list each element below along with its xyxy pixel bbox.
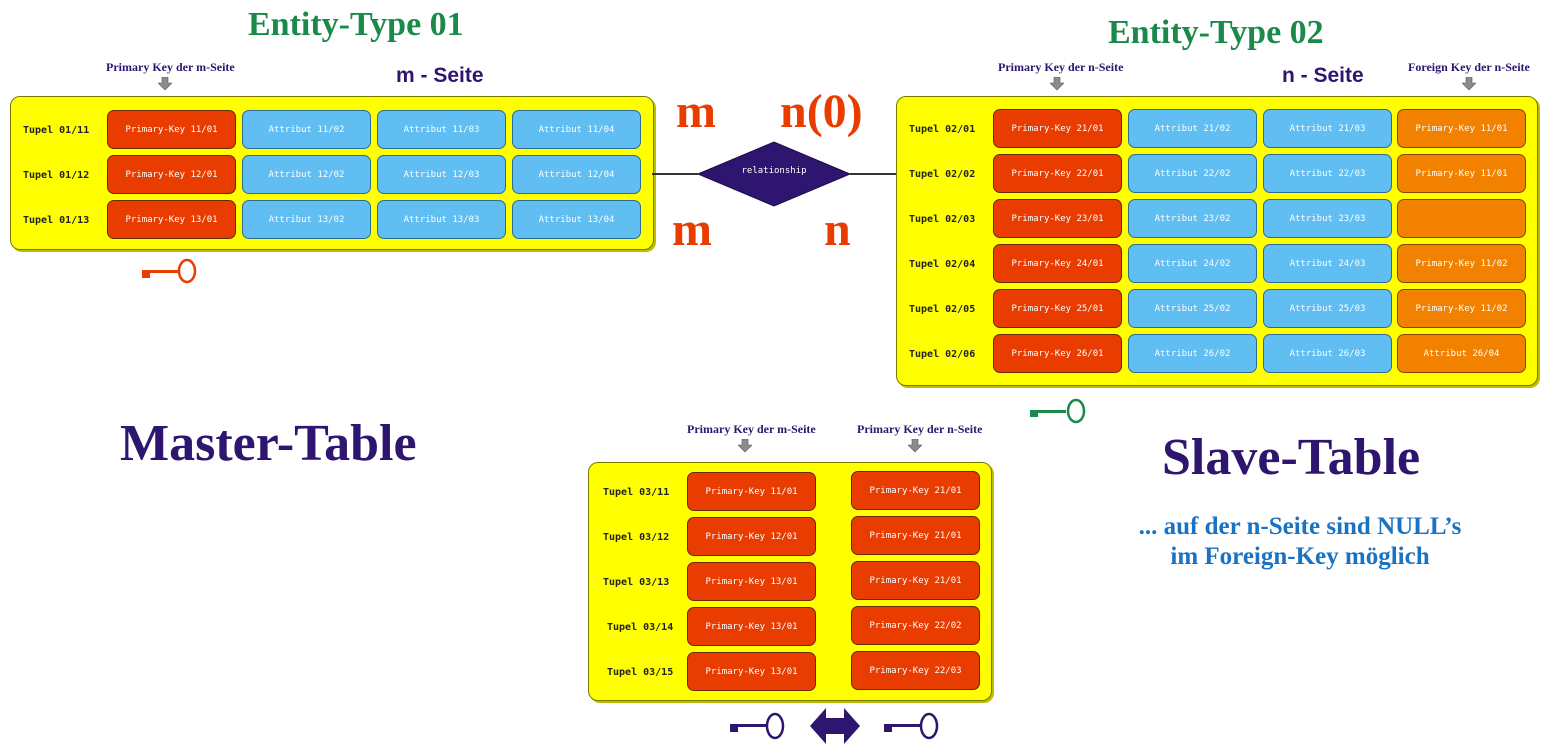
attribute-cell: Attribut 12/04 [512,155,641,194]
tupel-label: Tupel 02/01 [909,124,976,135]
attribute-cell: Attribut 11/02 [242,110,371,149]
tupel-label: Tupel 02/02 [909,169,976,180]
tupel-label: Tupel 03/14 [607,622,674,633]
attribute-cell: Attribut 13/03 [377,200,506,239]
entity2-title: Entity-Type 02 [1108,14,1324,51]
link-pk-m-label: Primary Key der m-Seite [687,422,816,436]
slave-table-label: Slave-Table [1162,429,1421,486]
attribute-cell: Attribut 24/02 [1128,244,1257,283]
primary-key-cell: Primary-Key 21/01 [851,471,980,510]
attribute-cell: Attribut 12/03 [377,155,506,194]
primary-key-cell: Primary-Key 21/01 [851,516,980,555]
attribute-cell: Attribut 26/03 [1263,334,1392,373]
relationship-connector [652,141,898,207]
down-arrow-icon [1050,77,1064,91]
entity2-side-label: n - Seite [1282,64,1364,87]
primary-key-cell: Primary-Key 25/01 [993,289,1122,328]
primary-key-cell: Primary-Key 22/01 [993,154,1122,193]
tupel-label: Tupel 03/12 [603,532,670,543]
primary-key-cell: Primary-Key 22/03 [851,651,980,690]
tupel-label: Tupel 01/12 [23,170,90,181]
entity2-pk-label: Primary Key der n-Seite [998,60,1124,74]
attribute-cell: Attribut 26/04 [1397,334,1526,373]
attribute-cell: Attribut 11/03 [377,110,506,149]
primary-key-cell: Primary-Key 11/01 [687,472,816,511]
attribute-cell: Attribut 23/02 [1128,199,1257,238]
down-arrow-icon [158,77,172,91]
attribute-cell: Attribut 13/02 [242,200,371,239]
attribute-cell: Attribut 22/02 [1128,154,1257,193]
tupel-label: Tupel 02/03 [909,214,976,225]
attribute-cell: Attribut 25/03 [1263,289,1392,328]
double-arrow-icon [810,708,860,744]
key-icon [884,712,939,740]
attribute-cell: Attribut 13/04 [512,200,641,239]
primary-key-cell: Primary-Key 11/01 [107,110,236,149]
tupel-label: Tupel 01/13 [23,215,90,226]
cardinality-m-top: m [676,85,716,138]
entity1-title: Entity-Type 01 [248,6,464,43]
cardinality-n0-top: n(0) [780,85,863,138]
primary-key-cell: Primary-Key 23/01 [993,199,1122,238]
foreign-key-cell: Primary-Key 11/02 [1397,289,1526,328]
attribute-cell: Attribut 23/03 [1263,199,1392,238]
attribute-cell: Attribut 11/04 [512,110,641,149]
tupel-label: Tupel 03/15 [607,667,674,678]
null-note-line2: im Foreign-Key möglich [1170,543,1430,570]
primary-key-cell: Primary-Key 12/01 [107,155,236,194]
attribute-cell: Attribut 22/03 [1263,154,1392,193]
null-note: ... auf der n-Seite sind NULL’s im Forei… [1090,512,1510,572]
entity1-panel: Tupel 01/11 Primary-Key 11/01 Attribut 1… [10,96,654,250]
foreign-key-cell-null [1397,199,1526,238]
null-note-line1: ... auf der n-Seite sind NULL’s [1138,513,1462,540]
tupel-label: Tupel 02/05 [909,304,976,315]
master-table-label: Master-Table [120,415,417,472]
primary-key-cell: Primary-Key 22/02 [851,606,980,645]
primary-key-cell: Primary-Key 24/01 [993,244,1122,283]
primary-key-cell: Primary-Key 26/01 [993,334,1122,373]
cardinality-n-bottom: n [824,203,851,256]
primary-key-cell: Primary-Key 21/01 [993,109,1122,148]
down-arrow-icon [1462,77,1476,91]
tupel-label: Tupel 02/06 [909,349,976,360]
primary-key-cell: Primary-Key 13/01 [107,200,236,239]
relationship-label: relationship [741,166,807,176]
attribute-cell: Attribut 24/03 [1263,244,1392,283]
entity2-panel: Tupel 02/01 Primary-Key 21/01 Attribut 2… [896,96,1538,386]
tupel-label: Tupel 03/13 [603,577,670,588]
primary-key-cell: Primary-Key 13/01 [687,607,816,646]
attribute-cell: Attribut 25/02 [1128,289,1257,328]
primary-key-cell: Primary-Key 13/01 [687,652,816,691]
cardinality-m-bottom: m [672,203,712,256]
entity1-pk-label: Primary Key der m-Seite [106,60,235,74]
key-icon [1030,398,1086,424]
tupel-label: Tupel 01/11 [23,125,90,136]
key-icon [142,258,197,284]
down-arrow-icon [908,439,922,453]
link-table-panel: Tupel 03/11 Primary-Key 11/01 Primary-Ke… [588,462,992,701]
attribute-cell: Attribut 21/03 [1263,109,1392,148]
entity1-side-label: m - Seite [396,64,484,87]
tupel-label: Tupel 03/11 [603,487,670,498]
primary-key-cell: Primary-Key 21/01 [851,561,980,600]
tupel-label: Tupel 02/04 [909,259,976,270]
foreign-key-cell: Primary-Key 11/01 [1397,154,1526,193]
entity2-fk-label: Foreign Key der n-Seite [1408,60,1530,74]
down-arrow-icon [738,439,752,453]
primary-key-cell: Primary-Key 12/01 [687,517,816,556]
key-icon [730,712,785,740]
attribute-cell: Attribut 26/02 [1128,334,1257,373]
foreign-key-cell: Primary-Key 11/02 [1397,244,1526,283]
attribute-cell: Attribut 12/02 [242,155,371,194]
link-pk-n-label: Primary Key der n-Seite [857,422,983,436]
foreign-key-cell: Primary-Key 11/01 [1397,109,1526,148]
attribute-cell: Attribut 21/02 [1128,109,1257,148]
primary-key-cell: Primary-Key 13/01 [687,562,816,601]
